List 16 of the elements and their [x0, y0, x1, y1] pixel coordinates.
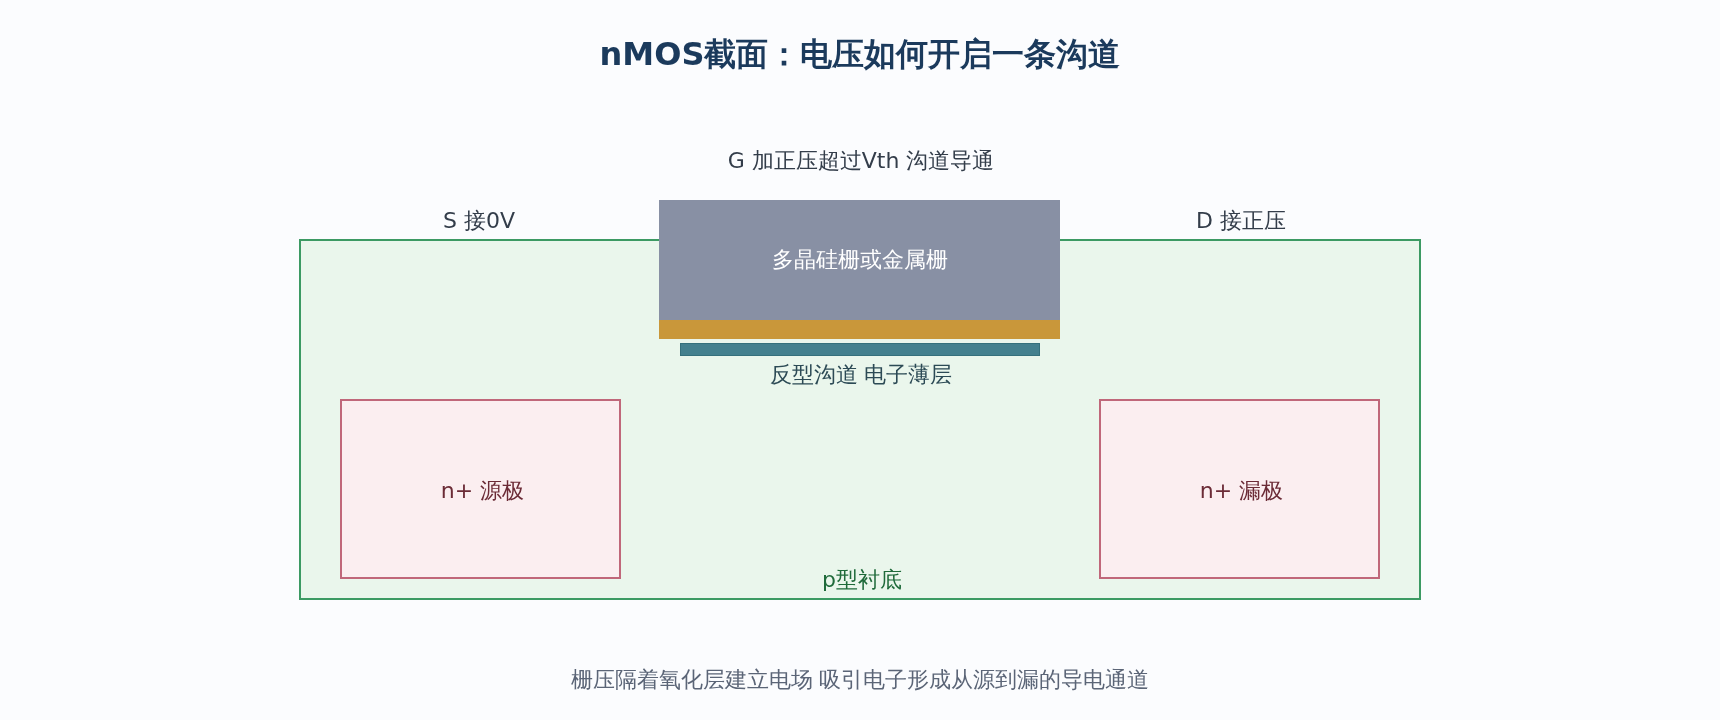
caption-text: 栅压隔着氧化层建立电场 吸引电子形成从源到漏的导电通道 [570, 666, 1150, 694]
annotation-text: G 加正压超过Vth 沟道导通 [727, 147, 995, 175]
source-region [340, 399, 621, 579]
oxide-layer [659, 320, 1060, 339]
terminal-label: D 接正压 [1196, 207, 1286, 235]
annotation-text: 反型沟道 电子薄层 [769, 361, 953, 389]
region-label: p型衬底 [822, 566, 902, 594]
drain-region [1099, 399, 1380, 579]
terminal-label: S 接0V [443, 207, 515, 235]
substrate-region [299, 239, 1421, 600]
gate-electrode [659, 200, 1060, 320]
region-label: 多晶硅栅或金属栅 [771, 246, 948, 274]
diagram-title: nMOS截面：电压如何开启一条沟道 [599, 34, 1121, 75]
region-label: n+ 漏极 [1199, 477, 1284, 505]
channel-layer [680, 343, 1040, 356]
region-label: n+ 源极 [440, 477, 525, 505]
